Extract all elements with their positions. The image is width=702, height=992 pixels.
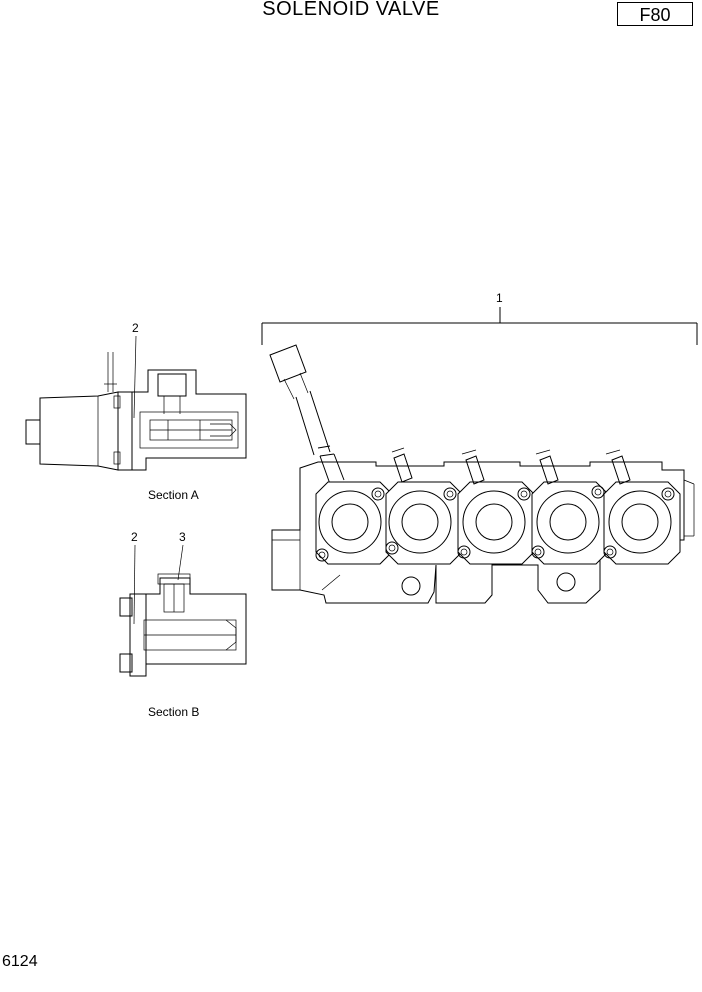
- section-a-label: Section A: [148, 488, 199, 502]
- section-a-leader: [133, 335, 137, 419]
- cable-connector: [269, 344, 345, 485]
- solenoid-coil-3: [457, 449, 535, 565]
- section-b-label: Section B: [148, 705, 199, 719]
- solenoid-coil-1: [315, 481, 393, 565]
- section-b-leader-3: [177, 544, 184, 581]
- page-code-box: F80: [617, 2, 693, 26]
- section-a-callout-2: 2: [132, 321, 139, 335]
- solenoid-coil-4: [531, 449, 609, 565]
- page-number: 6124: [2, 953, 38, 970]
- section-a-drawing: [25, 352, 247, 471]
- page-title: SOLENOID VALVE: [262, 0, 440, 20]
- solenoid-coil-2: [385, 447, 463, 565]
- solenoid-coil-5: [603, 449, 681, 565]
- section-b-leader-2: [133, 544, 136, 625]
- section-b-callout-2: 2: [131, 530, 138, 544]
- solenoid-valve-assembly: [269, 344, 695, 604]
- section-b-callout-3: 3: [179, 530, 186, 544]
- assembly-bracket: [261, 307, 698, 345]
- section-b-drawing: [119, 573, 247, 677]
- callout-1: 1: [496, 291, 503, 305]
